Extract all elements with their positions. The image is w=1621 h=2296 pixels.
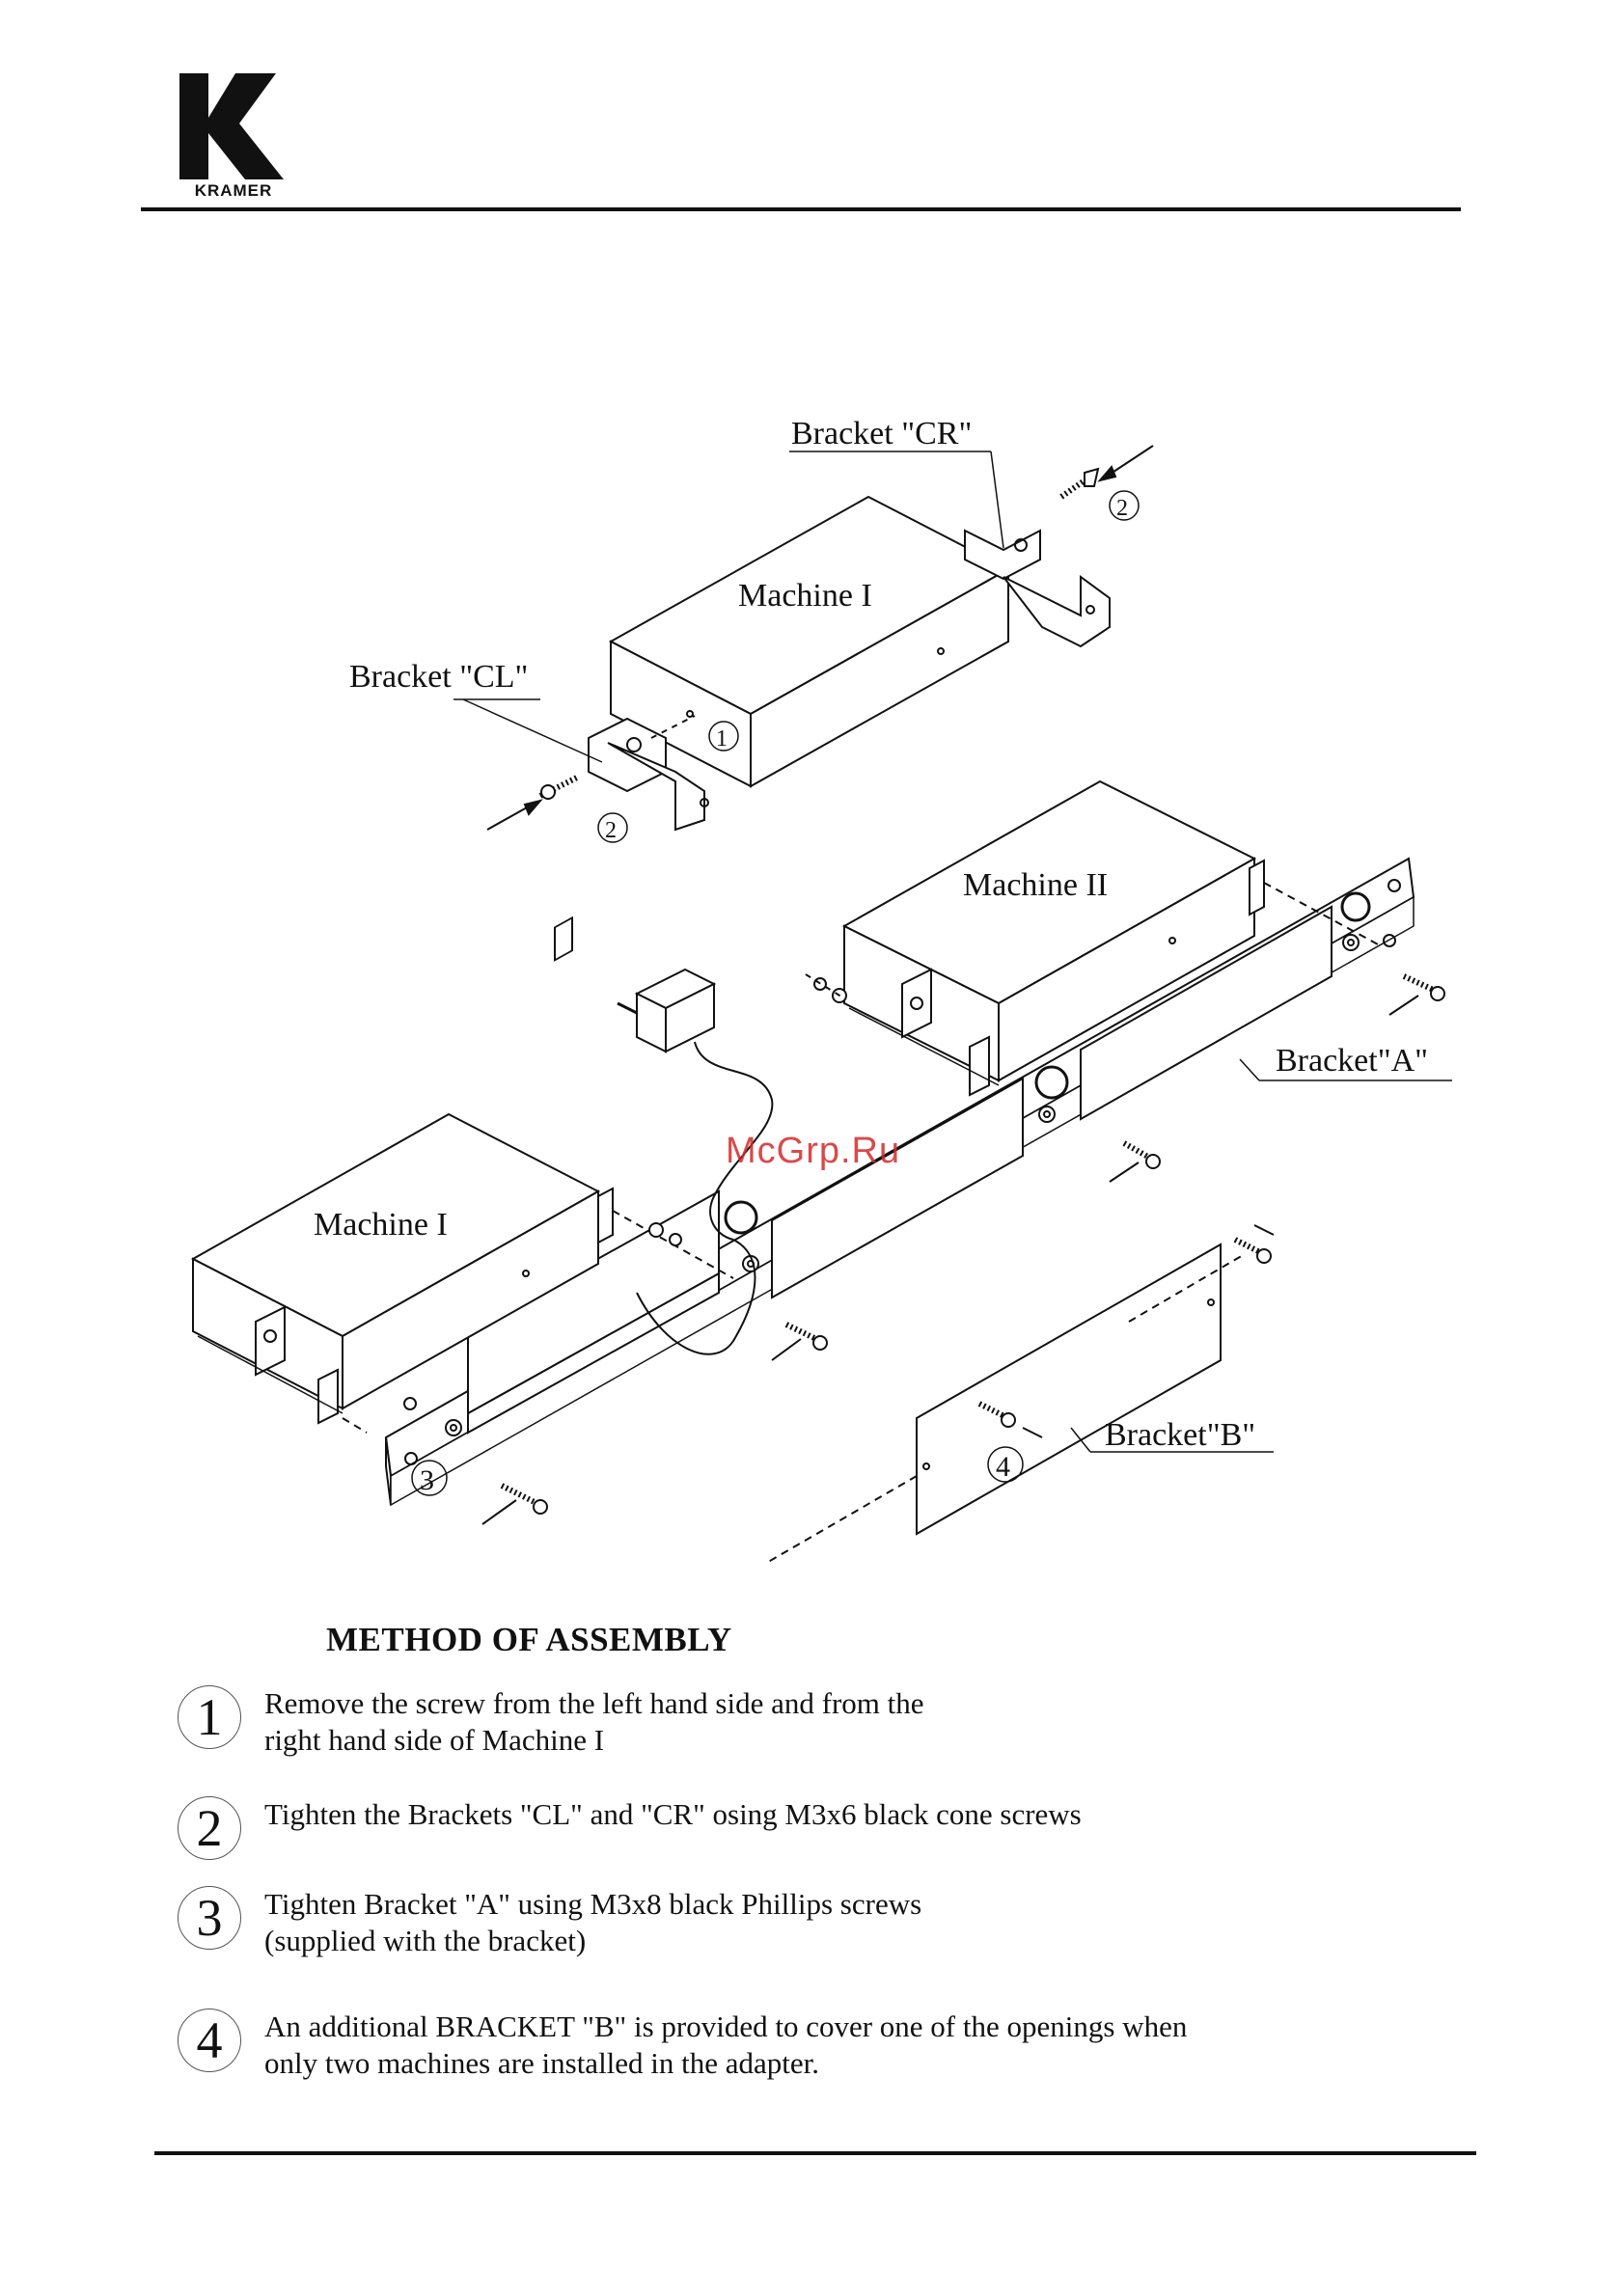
step-text: Tighten Bracket "A" using M3x8 black Phi… xyxy=(264,1886,921,1959)
step-line: Tighten the Brackets "CL" and "CR" osing… xyxy=(264,1797,1082,1831)
step-line: An additional BRACKET "B" is provided to… xyxy=(264,2009,1188,2043)
kramer-logo: KRAMER xyxy=(179,73,288,200)
machine-i-top: Machine I xyxy=(608,63,1011,788)
step-number: 2 xyxy=(178,1796,241,1860)
machine-i-bottom: Machine I xyxy=(190,916,734,1434)
step-text: Remove the screw from the left hand side… xyxy=(264,1685,924,1759)
step-number: 4 xyxy=(178,2009,241,2072)
step-text: An additional BRACKET "B" is provided to… xyxy=(264,2009,1187,2082)
bracket-a-rack: 3 Bracket"A" xyxy=(384,857,1452,1507)
callout-4: 4 xyxy=(996,1451,1010,1483)
kramer-k-mark-icon xyxy=(179,73,284,179)
screw-cr: 2 xyxy=(1059,445,1154,521)
bracket-cl: Bracket "CL" 1 xyxy=(349,659,739,832)
screw-3 xyxy=(1109,1140,1161,1183)
step-number: 1 xyxy=(178,1685,241,1749)
power-adapter xyxy=(617,968,774,1355)
step-line: right hand side of Machine I xyxy=(264,1723,605,1757)
step-text: Tighten the Brackets "CL" and "CR" osing… xyxy=(264,1796,1082,1833)
label-bracket-a: Bracket"A" xyxy=(1276,1043,1428,1079)
label-machine-i-bottom: Machine I xyxy=(314,1207,448,1243)
step-line: (supplied with the bracket) xyxy=(264,1924,587,1957)
brand-name: KRAMER xyxy=(194,181,273,200)
label-bracket-cr: Bracket "CR" xyxy=(791,416,972,451)
screw-5 xyxy=(1233,1224,1275,1264)
label-machine-i-top: Machine I xyxy=(738,578,872,614)
screw-6 xyxy=(977,1401,1043,1438)
bracket-cr: Bracket "CR" xyxy=(789,416,1111,648)
step-line: only two machines are installed in the a… xyxy=(264,2046,820,2080)
footer-rule xyxy=(154,2151,1476,2155)
step-line: Remove the screw from the left hand side… xyxy=(264,1686,924,1720)
assembly-diagram: Machine I Bracket "CR" 2 Bracket "CL" 1 xyxy=(0,63,1621,1583)
callout-2-cr: 2 xyxy=(1116,496,1128,521)
label-machine-ii: Machine II xyxy=(963,867,1108,903)
callout-1: 1 xyxy=(716,726,728,752)
screw-4 xyxy=(1388,973,1445,1016)
watermark: McGrp.Ru xyxy=(726,1131,901,1171)
label-bracket-cl: Bracket "CL" xyxy=(349,659,528,695)
label-bracket-b: Bracket"B" xyxy=(1105,1417,1255,1453)
step-number: 3 xyxy=(178,1886,241,1950)
screws xyxy=(481,973,1445,1525)
header-rule xyxy=(141,207,1461,211)
screw-cl: 2 xyxy=(486,774,628,843)
bracket-b: 4 Bracket"B" xyxy=(732,1243,1274,1583)
step-line: Tighten Bracket "A" using M3x8 black Phi… xyxy=(264,1887,922,1921)
callout-2-cl: 2 xyxy=(605,818,617,843)
method-title: METHOD OF ASSEMBLY xyxy=(326,1621,732,1658)
screw-2 xyxy=(771,1322,828,1361)
machine-ii: Machine II xyxy=(805,222,1381,1097)
callout-3: 3 xyxy=(420,1464,434,1496)
screw-1 xyxy=(481,1483,548,1525)
